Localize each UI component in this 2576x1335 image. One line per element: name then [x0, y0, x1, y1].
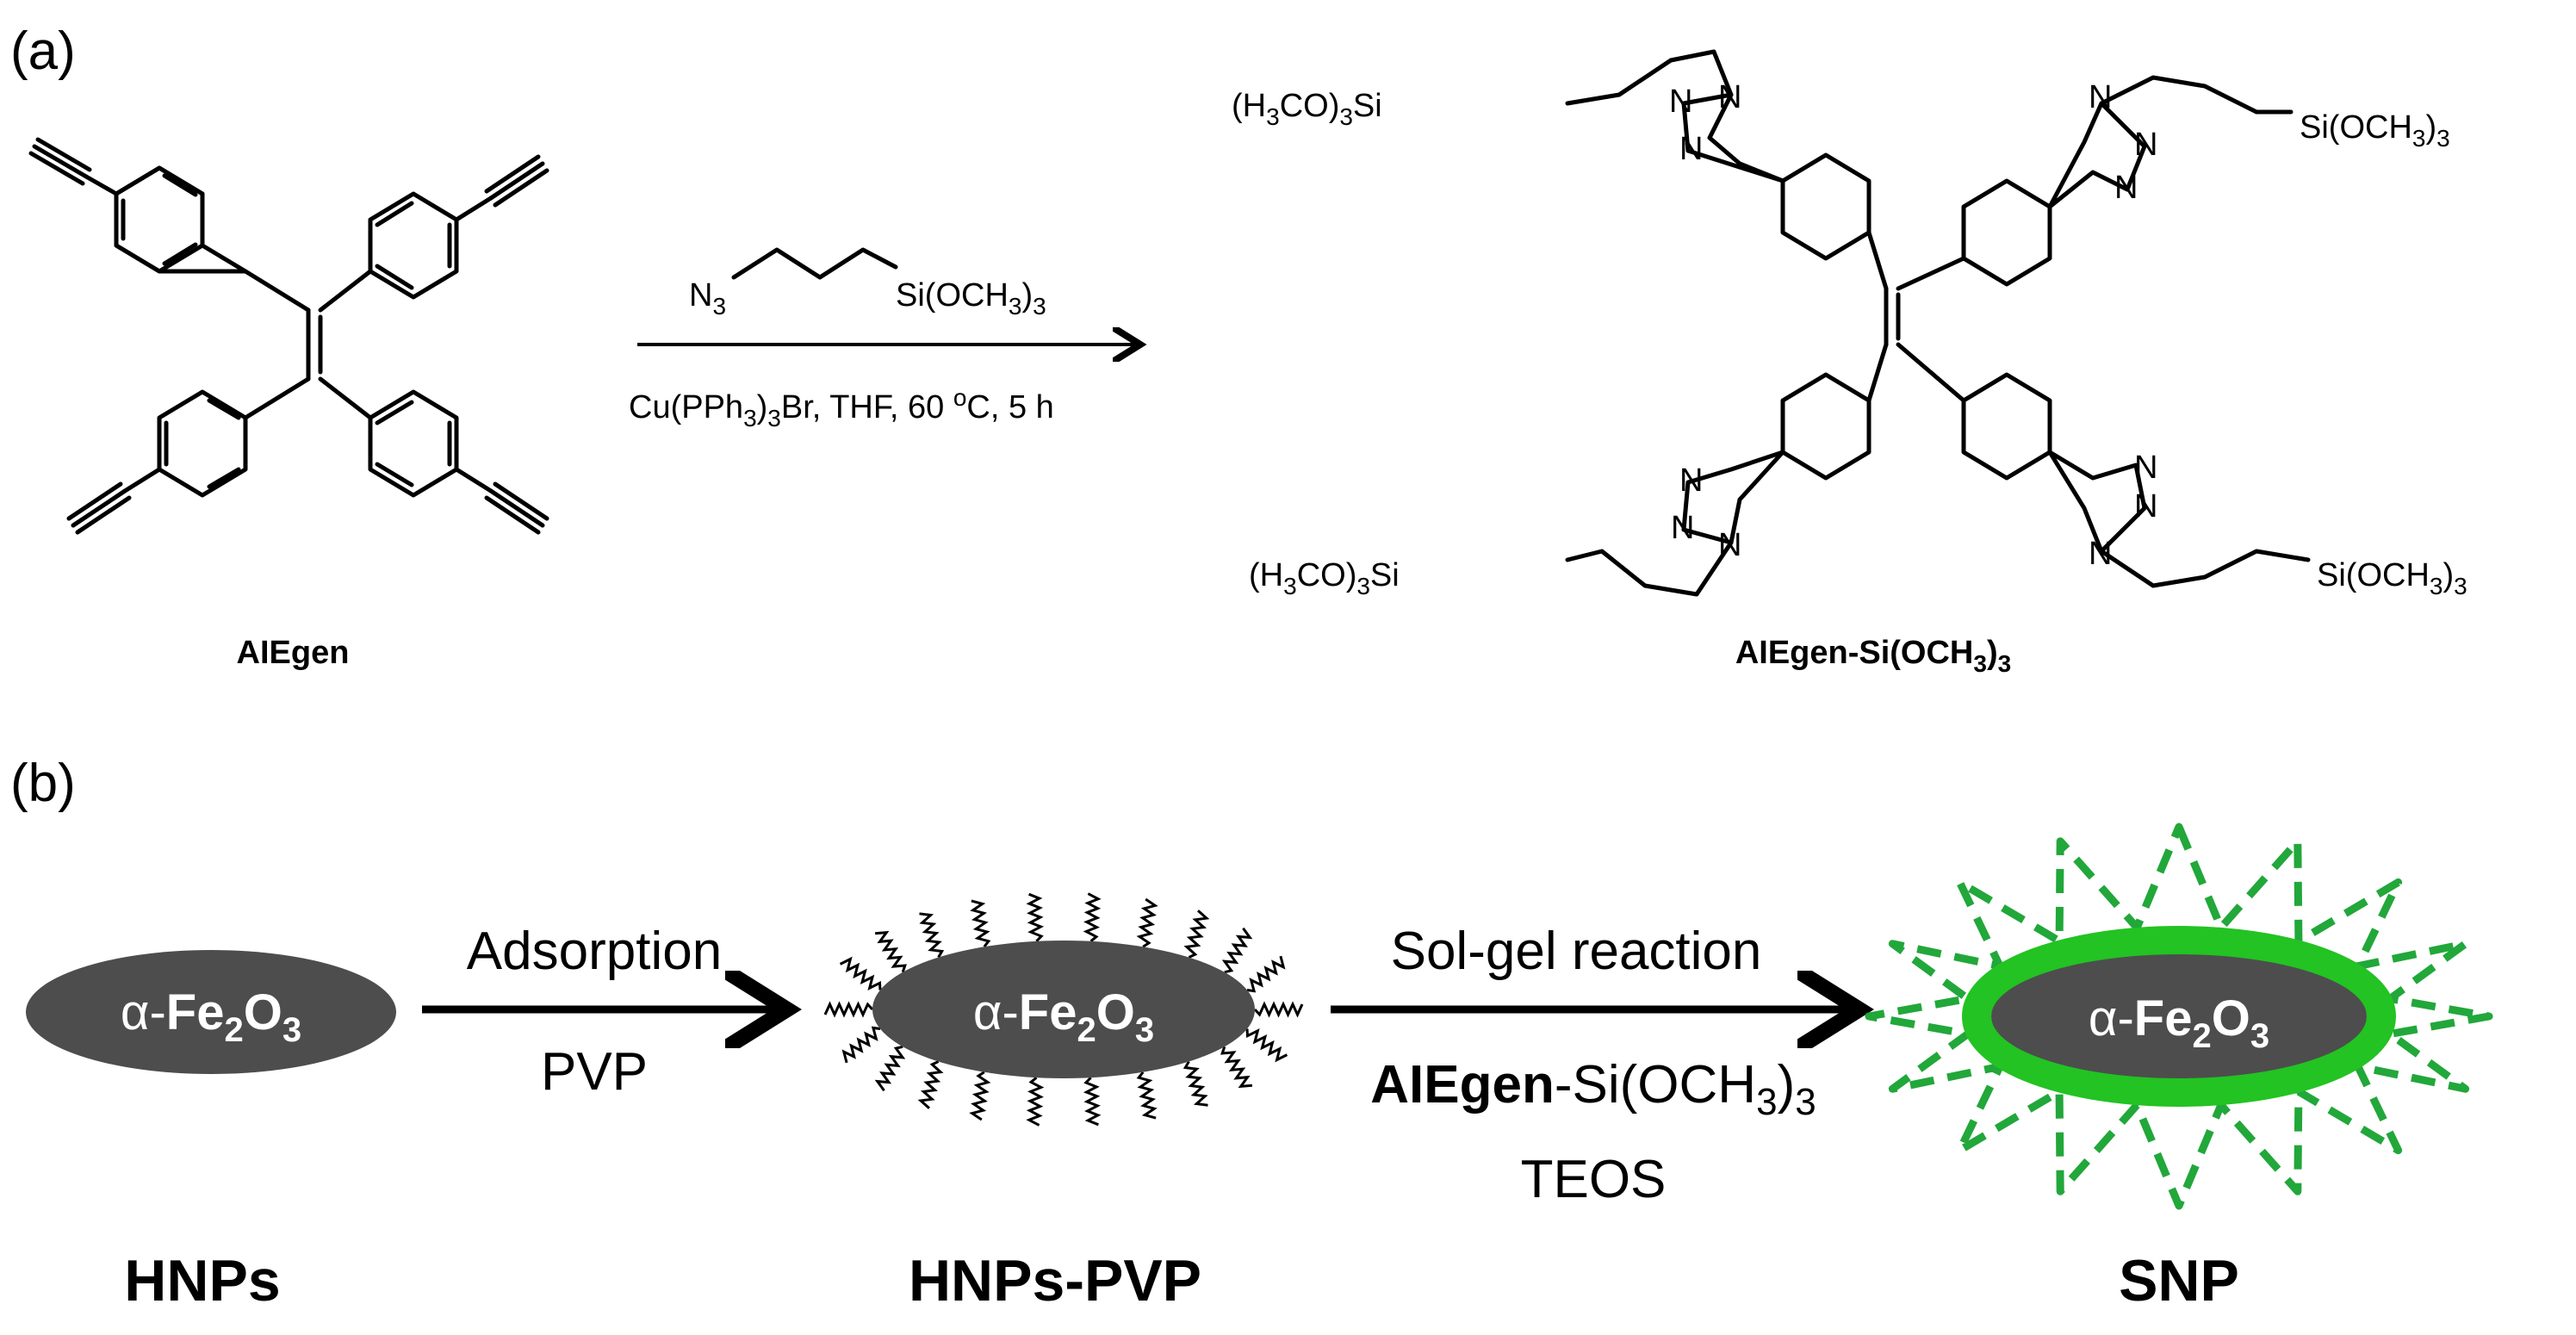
hnp-core [26, 950, 396, 1074]
pvp-chain [823, 1001, 874, 1018]
azide-silane-label: Si(OCH3)3 [896, 277, 1046, 320]
pvp-chain [969, 1071, 991, 1121]
pvp-chain [1253, 1001, 1304, 1018]
n-atom: N [2134, 488, 2157, 525]
reactant-name: AIEgen [237, 635, 350, 671]
step2-top-label: Sol-gel reaction [1391, 922, 1762, 981]
panel-b-label: (b) [10, 754, 76, 813]
n-atom: N [2134, 127, 2157, 163]
step2-bottom-label: TEOS [1521, 1150, 1667, 1209]
substituent-top-left: (H3CO)3Si [1232, 88, 1382, 130]
n-atom: N [1679, 463, 1703, 499]
step1-top-label: Adsorption [467, 922, 722, 981]
pvp-chain [1182, 1060, 1208, 1107]
hnp-pvp-particle [823, 892, 1304, 1127]
stage3-name: SNP [2119, 1248, 2239, 1313]
pvp-chain [874, 930, 907, 973]
pvp-chain [841, 1026, 881, 1064]
pvp-chain [1245, 1028, 1288, 1063]
substituent-top-right: Si(OCH3)3 [2300, 109, 2450, 152]
pvp-chain [1083, 1077, 1102, 1127]
pvp-chain [1221, 927, 1253, 974]
hnp-pvp-core-label: α-Fe2O3 [973, 984, 1154, 1049]
pvp-chain [970, 899, 991, 948]
hnp-pvp-core [872, 941, 1255, 1078]
n-atom: N [2089, 536, 2112, 572]
step1-bottom-label: PVP [541, 1042, 648, 1102]
pvp-chain [1136, 897, 1158, 948]
aiegen-silica-star [1865, 823, 2493, 1210]
n-atom: N [2134, 450, 2157, 486]
substituent-bottom-right: Si(OCH3)3 [2317, 557, 2467, 599]
n-atom: N [1671, 510, 1694, 546]
product-name: AIEgen-Si(OCH3)3 [1735, 635, 2011, 677]
pvp-chain [874, 1045, 906, 1092]
reaction-step-a: N3 Si(OCH3)3 Cu(PPh3)3Br, THF, 60 oC, 5 … [629, 247, 1137, 432]
snp-shell [1962, 926, 2396, 1107]
snp-core-label: α-Fe2O3 [2089, 990, 2269, 1055]
pvp-chain [1246, 955, 1286, 993]
stage1-name: HNPs [124, 1248, 280, 1313]
pvp-chain [919, 912, 945, 959]
n-atom: N [1718, 527, 1741, 563]
pvp-chain [1136, 1071, 1158, 1120]
hnp-core-label: α-Fe2O3 [121, 984, 301, 1049]
pvp-chain [1183, 910, 1210, 959]
azide-label: N3 [689, 277, 726, 320]
aiegen-structure [28, 137, 549, 535]
n-atom: N [1669, 84, 1692, 120]
step2-reagent-label: AIEgen-Si(OCH3)3 [1370, 1055, 1816, 1123]
pvp-chain [1026, 1077, 1045, 1127]
pvp-chain [1083, 892, 1102, 942]
pvp-chain [917, 1060, 944, 1109]
stage2-name: HNPs-PVP [909, 1248, 1201, 1313]
substituent-bottom-left: (H3CO)3Si [1249, 557, 1400, 599]
pvp-chain [1026, 892, 1045, 942]
n-atom: N [1718, 79, 1741, 115]
n-atom: N [2089, 79, 2112, 115]
n-atom: N [1679, 131, 1703, 167]
product-structure: N N N N N N N N N N N N [1565, 49, 2311, 597]
n-atom: N [2114, 170, 2138, 206]
snp-core [1991, 954, 2367, 1078]
pvp-chain [1220, 1046, 1253, 1089]
conditions-label: Cu(PPh3)3Br, THF, 60 oC, 5 h [629, 384, 1054, 432]
pvp-chain [839, 956, 882, 991]
panel-a-label: (a) [10, 22, 76, 81]
